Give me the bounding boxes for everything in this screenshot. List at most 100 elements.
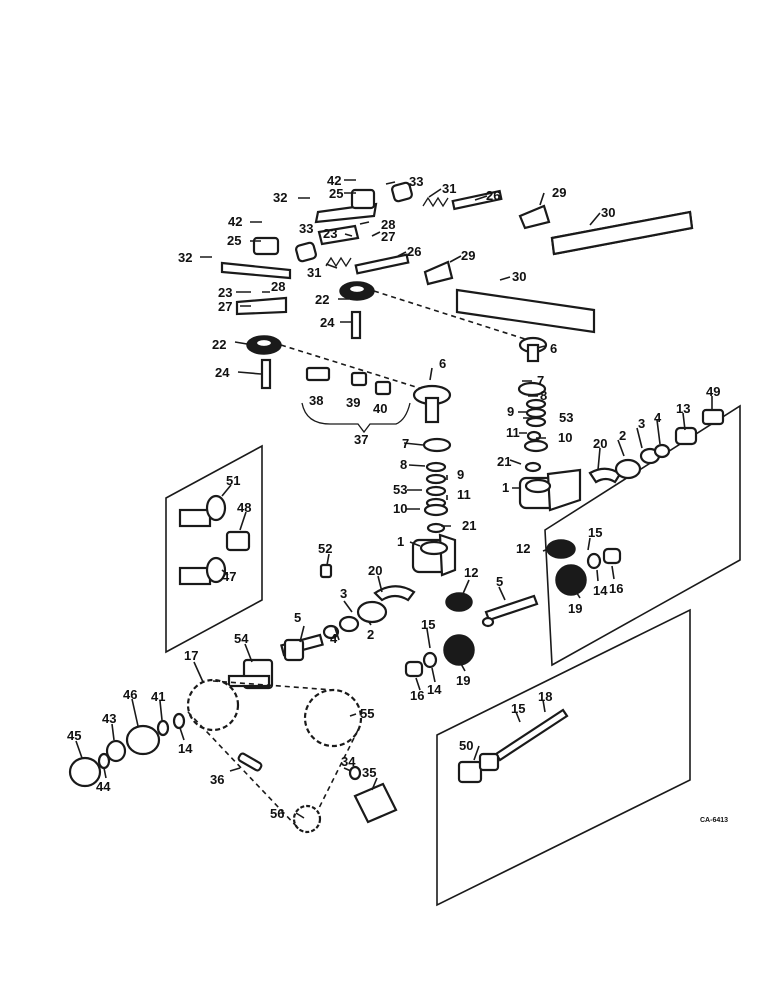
callout-25b: 25 <box>227 233 241 248</box>
bearing-group-left <box>68 712 186 788</box>
inset-panel-left <box>165 444 263 654</box>
callout-40: 40 <box>373 401 387 416</box>
coupling-51 <box>178 494 227 528</box>
callout-43: 43 <box>102 711 116 726</box>
drive-chain <box>187 680 359 831</box>
callout-3b: 3 <box>340 586 347 601</box>
pinion-gear-left <box>445 592 473 612</box>
callout-47: 47 <box>222 569 236 584</box>
pinion-gear-right <box>546 539 576 559</box>
shim-40 <box>374 380 392 396</box>
callout-39: 39 <box>346 395 360 410</box>
drive-shaft-right <box>481 594 539 628</box>
callout-16a: 16 <box>609 581 623 596</box>
bearing-stack-right <box>517 381 549 473</box>
callout-8b: 8 <box>400 457 407 472</box>
callout-13: 13 <box>676 401 690 416</box>
callout-29b: 29 <box>461 248 475 263</box>
bevel-gear-lower <box>246 335 282 390</box>
callout-16b: 16 <box>410 688 424 703</box>
shim-39 <box>350 371 368 387</box>
washer-14-left <box>422 651 438 669</box>
callout-26b: 26 <box>407 244 421 259</box>
bushing-16-left <box>404 660 424 678</box>
callout-4b: 4 <box>330 631 338 646</box>
callout-12b: 12 <box>464 565 478 580</box>
callout-28a: 28 <box>381 217 395 232</box>
washer-14-right <box>586 552 602 570</box>
callout-17: 17 <box>184 648 198 663</box>
callout-19a: 19 <box>568 601 582 616</box>
callout-33b: 33 <box>299 221 313 236</box>
callout-24a: 24 <box>320 315 335 330</box>
hub-shaft-left <box>412 384 452 424</box>
callout-41: 41 <box>151 689 165 704</box>
gearbox-housing-left <box>411 533 457 577</box>
bushing-16-right <box>602 547 622 565</box>
callout-54: 54 <box>234 631 249 646</box>
flange-bearing-left <box>322 600 388 640</box>
callout-15a: 15 <box>588 525 602 540</box>
callout-6a: 6 <box>439 356 446 371</box>
callout-8a: 8 <box>540 388 547 403</box>
callout-38: 38 <box>309 393 323 408</box>
callout-27b: 27 <box>218 299 232 314</box>
callout-56: 56 <box>270 806 284 821</box>
figure-code: CA-6413 <box>700 817 728 824</box>
flange-bearing-right <box>614 408 725 480</box>
callout-52: 52 <box>318 541 332 556</box>
callout-32a: 32 <box>273 190 287 205</box>
callout-31b: 31 <box>307 265 321 280</box>
callout-21b: 21 <box>462 518 476 533</box>
callout-32b: 32 <box>178 250 192 265</box>
callout-51: 51 <box>226 473 240 488</box>
callout-14c: 14 <box>178 741 193 756</box>
callout-45: 45 <box>67 728 81 743</box>
callout-28b: 28 <box>271 279 285 294</box>
shaft-assembly-18 <box>457 708 569 784</box>
callout-2a: 2 <box>619 428 626 443</box>
callout-33a: 33 <box>409 174 423 189</box>
callout-15b: 15 <box>421 617 435 632</box>
callout-49: 49 <box>706 384 720 399</box>
callout-53b: 53 <box>393 482 407 497</box>
callout-37: 37 <box>354 432 368 447</box>
sprocket-55 <box>303 688 363 748</box>
callout-9a: 9 <box>507 404 514 419</box>
callout-labels: 42 25 33 31 26 29 30 32 42 25 33 23 28 2… <box>67 173 720 821</box>
callout-30a: 30 <box>601 205 615 220</box>
callout-20a: 20 <box>593 436 607 451</box>
callout-5a: 5 <box>496 574 503 589</box>
callout-25a: 25 <box>329 186 343 201</box>
spur-gear-left <box>443 634 475 666</box>
leader-lines <box>75 179 713 819</box>
callout-4a: 4 <box>654 410 662 425</box>
callout-7a: 7 <box>537 373 544 388</box>
callout-44: 44 <box>96 779 111 794</box>
callout-22a: 22 <box>315 292 329 307</box>
hub-shaft-right <box>518 336 548 363</box>
callout-34: 34 <box>341 754 356 769</box>
upper-rod-assembly <box>314 181 694 256</box>
callout-22b: 22 <box>212 337 226 352</box>
coupling-47 <box>178 556 227 586</box>
callout-55: 55 <box>360 706 374 721</box>
callout-48: 48 <box>237 500 251 515</box>
gearbox-housing-right <box>518 468 582 512</box>
callout-5b: 5 <box>294 610 301 625</box>
callout-20b: 20 <box>368 563 382 578</box>
clamp-right <box>588 467 622 484</box>
callout-19b: 19 <box>456 673 470 688</box>
middle-rod-assembly <box>220 224 596 334</box>
callout-21a: 21 <box>497 454 511 469</box>
callout-50: 50 <box>459 738 473 753</box>
callout-1b: 1 <box>397 534 404 549</box>
callout-42b: 42 <box>228 214 242 229</box>
callout-3a: 3 <box>638 416 645 431</box>
inset-panel-lower-right <box>436 608 691 907</box>
callout-14b: 14 <box>427 682 442 697</box>
callout-9b: 9 <box>457 467 464 482</box>
callout-36: 36 <box>210 772 224 787</box>
spur-gear-right <box>555 564 587 596</box>
